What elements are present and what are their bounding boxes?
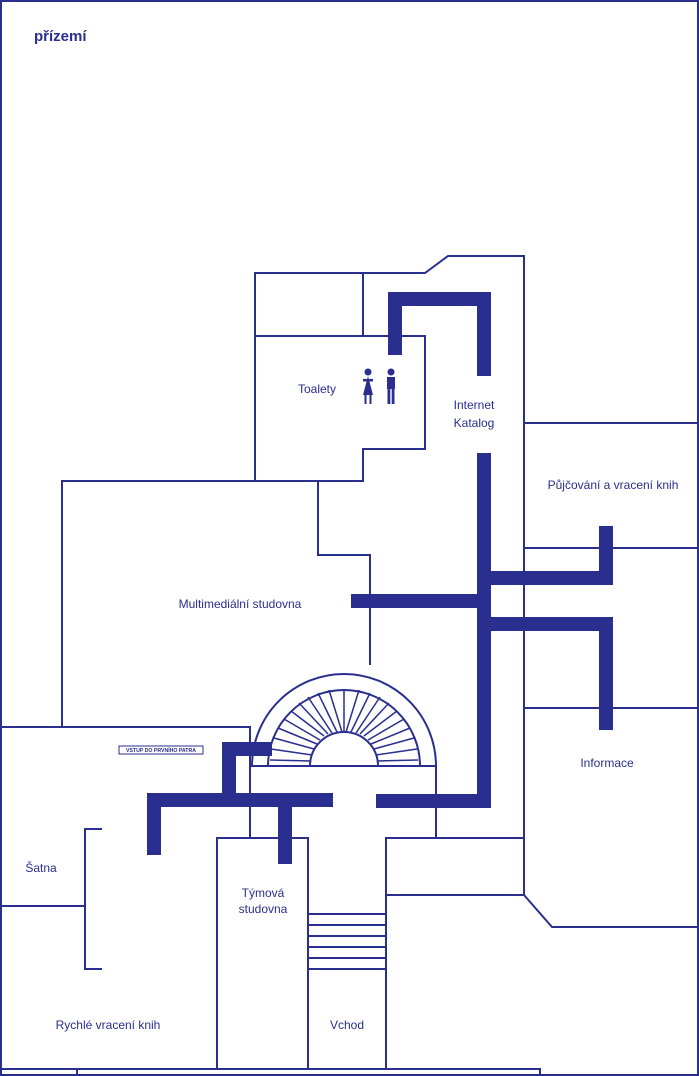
room-label-informace: Informace (580, 756, 634, 770)
room-label-vchod: Vchod (330, 1018, 364, 1032)
room-label-pujcovani: Půjčování a vracení knih (548, 478, 679, 492)
walls (1, 255, 699, 1075)
floor-title: přízemí (34, 28, 87, 45)
room-label-rychle-vraceni: Rychlé vracení knih (56, 1018, 161, 1032)
room-label-toalety: Toalety (298, 382, 336, 396)
room-label-studovna: studovna (239, 902, 288, 916)
sign-first-floor-entry-box (118, 745, 204, 755)
room-label-multimedialni: Multimediální studovna (179, 597, 302, 611)
entrance-stairs (308, 913, 386, 970)
room-label-satna: Šatna (25, 860, 57, 875)
spiral-staircase (251, 673, 437, 767)
room-label-katalog: Katalog (454, 416, 495, 430)
room-label-internet: Internet (454, 398, 495, 412)
restroom-woman-man-icon (363, 368, 395, 404)
room-label-tymova: Týmová (242, 886, 285, 900)
route-bars (147, 292, 613, 864)
sign-first-floor-entry: VSTUP DO PRVNÍHO PATRA (126, 746, 196, 754)
